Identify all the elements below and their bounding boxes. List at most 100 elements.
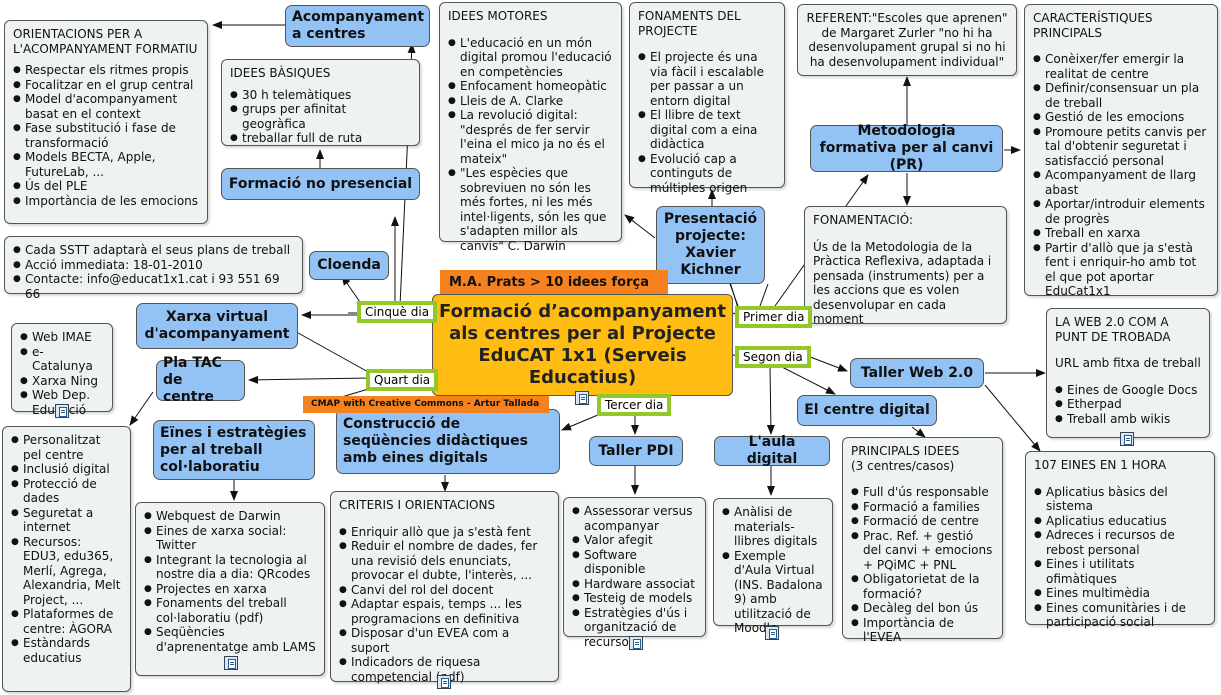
list-item: 30 h telemàtiques (230, 88, 411, 103)
criteris-box: CRITERIS I ORIENTACIONS Enriquir allò qu… (330, 491, 559, 684)
list-item: Obligatorietat de la formació? (851, 572, 994, 601)
top-banner: M.A. Prats > 10 idees força (440, 270, 668, 296)
list-item: Inclusió digital (11, 462, 122, 477)
list-item: Promoure petits canvis per tal d'obtenir… (1033, 125, 1209, 169)
pdi-info-box: Assessorar versus acompanyar Valor afegi… (563, 497, 706, 649)
box-title: CRITERIS I ORIENTACIONS (339, 498, 496, 512)
concept-presentacio[interactable]: Presentació projecte: Xavier Kichner (656, 206, 765, 284)
list-item: Model d'acompanyament basat en el contex… (13, 92, 199, 121)
list-item: Adreces i recursos de rebost personal (1034, 528, 1206, 557)
list-item[interactable]: Exemple d'Aula Virtual (INS. Badalona 9)… (722, 549, 824, 636)
list-item: Eines i utilitats ofimàtiques (1034, 557, 1206, 586)
list-item[interactable]: Fonaments del treball col·laboratiu (pdf… (144, 596, 316, 625)
eines-107-box: 107 EINES EN 1 HORA Aplicatius bàsics de… (1025, 451, 1215, 629)
list-item[interactable]: Xarxa Ning (20, 374, 104, 389)
concept-centre-digital[interactable]: El centre digital (797, 395, 937, 426)
list-item: Acció immediata: 18-01-2010 (13, 258, 294, 273)
bullet-list: Respectar els ritmes propis Focalitzar e… (13, 63, 199, 208)
cloenda-info-box: Cada SSTT adaptarà el seus plans de treb… (4, 236, 303, 301)
list-item: Testeig de models (572, 591, 697, 606)
box-text: Ús de la Metodologia de la Pràctica Refl… (813, 239, 992, 327)
list-item[interactable]: e-Catalunya (20, 345, 104, 374)
link-segon-dia: Segon dia (735, 346, 811, 368)
document-resource-icon[interactable] (629, 636, 643, 650)
list-item: Gestió de les emocions (1033, 110, 1209, 125)
list-item: Protecció de dades (11, 477, 122, 506)
box-title: ORIENTACIONS PER A L'ACOMPANYAMENT FORMA… (13, 27, 198, 56)
link-primer-dia: Primer dia (735, 306, 813, 328)
list-item: treballar full de ruta (230, 131, 411, 146)
bullet-list: Web IMAE e-Catalunya Xarxa Ning Web Dep.… (20, 330, 104, 417)
link-cinque-dia: Cinquè dia (357, 301, 438, 323)
list-item: Fase substitució i fase de transformació (13, 121, 199, 150)
bottom-banner: CMAP with Creative Commons - Artur Talla… (303, 396, 549, 413)
document-resource-icon[interactable] (1120, 432, 1134, 446)
concept-taller-web[interactable]: Taller Web 2.0 (850, 358, 984, 388)
caracteristiques-box: CARACTERÍSTIQUES PRINCIPALS Conèixer/fer… (1024, 4, 1218, 299)
list-item: Personalitzat pel centre (11, 433, 122, 462)
list-item: Definir/consensuar un pla de treball (1033, 81, 1209, 110)
box-title: LA WEB 2.0 COM A PUNT DE TROBADA (1055, 315, 1171, 344)
document-resource-icon[interactable] (765, 626, 779, 640)
box-title: FONAMENTACIÓ: (813, 213, 914, 227)
document-resource-icon[interactable] (224, 656, 238, 670)
document-resource-icon[interactable] (55, 404, 69, 418)
list-item: Canvi del rol del docent (339, 583, 550, 598)
bullet-list: Eines de Google Docs Etherpad Treball am… (1055, 383, 1201, 427)
document-resource-icon[interactable] (437, 675, 451, 689)
list-item: Prac. Ref. + gestió del canvi + emocions… (851, 529, 994, 573)
list-item[interactable]: Webquest de Darwin (144, 509, 316, 524)
box-subtitle[interactable]: URL amb fitxa de treball (1055, 356, 1201, 370)
eines-info-box: Webquest de Darwin Eines de xarxa social… (135, 502, 325, 676)
list-item: Aportar/introduir elements de progrès (1033, 197, 1209, 226)
list-item: Eines multimèdia (1034, 586, 1206, 601)
list-item: Seguretat a internet (11, 506, 122, 535)
bullet-list: 30 h telemàtiques grups per afinitat geo… (230, 88, 411, 146)
web20-punt-box: LA WEB 2.0 COM A PUNT DE TROBADA URL amb… (1046, 308, 1210, 438)
bullet-list: Conèixer/fer emergir la realitat de cent… (1033, 52, 1209, 299)
list-item: Hardware associat (572, 577, 697, 592)
concept-formacio-no-presencial[interactable]: Formació no presencial (221, 168, 420, 200)
link-tercer-dia: Tercer dia (597, 394, 672, 416)
concept-construccio[interactable]: Construcció de seqüències didàctiques am… (336, 409, 560, 474)
list-item: La revolució digital: "després de fer se… (448, 108, 613, 166)
concept-acompanyament[interactable]: Acompanyament a centres (285, 5, 430, 47)
image-resource-icon[interactable] (575, 391, 589, 405)
list-item: Reduir el nombre de dades, fer una revis… (339, 539, 550, 583)
list-item[interactable]: Projectes en xarxa (144, 582, 316, 597)
idees-basiques-box: IDEES BÀSIQUES 30 h telemàtiques grups p… (221, 59, 420, 146)
list-item: Aplicatius bàsics del sistema (1034, 485, 1206, 514)
list-item: Respectar els ritmes propis (13, 63, 199, 78)
concept-cloenda[interactable]: Cloenda (309, 251, 389, 280)
box-title: PRINCIPALS IDEES (3 centres/casos) (851, 444, 960, 473)
list-item: Contacte: info@educat1x1.cat i 93 551 69… (13, 272, 294, 301)
list-item: Evolució cap a continguts de múltiples o… (638, 152, 776, 196)
list-item[interactable]: Web IMAE (20, 330, 104, 345)
aula-info-box: Anàlisi de materials-llibres digitals Ex… (713, 498, 833, 635)
list-item[interactable]: Seqüències d'aprenentatge amb LAMS (144, 625, 316, 654)
bullet-list: Aplicatius bàsics del sistema Aplicatius… (1034, 485, 1206, 630)
xarxa-links-box: Web IMAE e-Catalunya Xarxa Ning Web Dep.… (11, 323, 113, 417)
concept-aula-digital[interactable]: L'aula digital (714, 434, 830, 467)
list-item: Lleis de A. Clarke (448, 94, 613, 109)
bullet-list: Personalitzat pel centre Inclusió digita… (11, 433, 122, 665)
concept-taller-pdi[interactable]: Taller PDI (589, 436, 683, 466)
concept-pla-tac[interactable]: Pla TAC de centre (156, 355, 245, 405)
list-item: El projecte és una via fàcil i escalable… (638, 50, 776, 108)
list-item[interactable]: Indicadors de riquesa competencial (pdf) (339, 655, 550, 684)
list-item: grups per afinitat geogràfica (230, 102, 411, 131)
concept-eines-estrategies[interactable]: Eïnes i estratègies per al treball col·l… (153, 420, 315, 480)
bullet-list: Assessorar versus acompanyar Valor afegi… (572, 504, 697, 649)
list-item: Assessorar versus acompanyar (572, 504, 697, 533)
idees-motores-box: IDEES MOTORES L'educació en un món digit… (439, 2, 622, 253)
central-topic[interactable]: Formació d’acompanyament als centres per… (432, 294, 733, 396)
list-item: Estàndards educatius (11, 636, 122, 665)
box-title: IDEES BÀSIQUES (230, 66, 331, 80)
concept-metodologia[interactable]: Metodologia formativa per al canvi (PR) (810, 123, 1003, 173)
list-item[interactable]: Integrant la tecnologia al nostre dia a … (144, 553, 316, 582)
list-item: El llibre de text digital com a eina did… (638, 108, 776, 152)
list-item: Estratègies d'ús i organització de recur… (572, 606, 697, 650)
list-item[interactable]: Eines de xarxa social: Twitter (144, 524, 316, 553)
pla-tac-info-box: Personalitzat pel centre Inclusió digita… (2, 426, 131, 692)
concept-xarxa-virtual[interactable]: Xarxa virtual d'acompanyament (136, 303, 298, 349)
